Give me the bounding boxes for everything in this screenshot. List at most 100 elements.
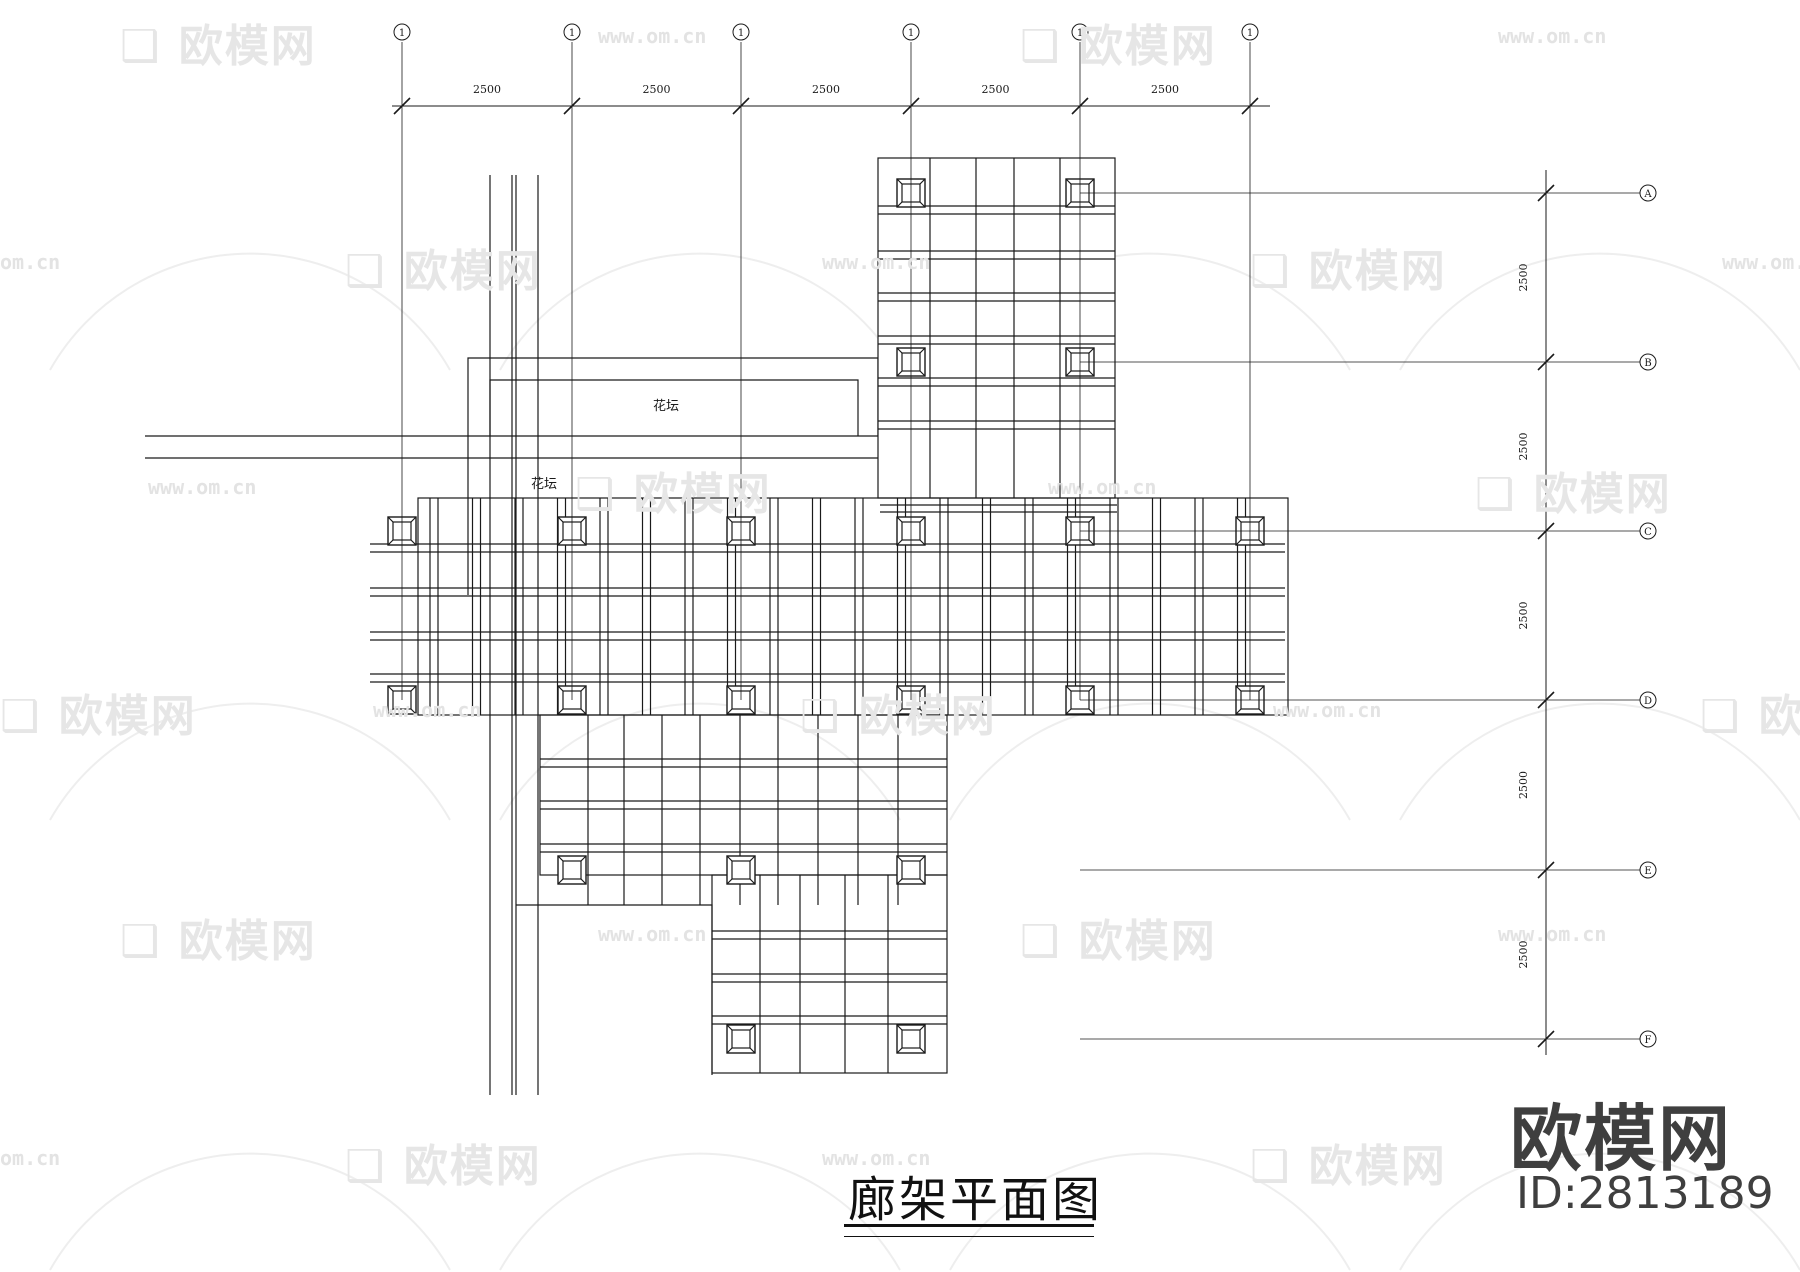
watermark-logo: ❑ 欧模网	[1700, 691, 1800, 742]
column-bevel	[1258, 685, 1265, 692]
row-axis-bubble	[1639, 1030, 1657, 1048]
column-bevel	[726, 1047, 733, 1054]
column-bevel	[1258, 539, 1265, 546]
column-bevel	[749, 1024, 756, 1031]
row-axis-bubble	[1639, 861, 1657, 879]
watermark-logo: ❑ 欧模网	[345, 1141, 542, 1192]
column-bevel	[919, 347, 926, 354]
dimension-tick	[1537, 522, 1555, 540]
column-bevel	[896, 708, 903, 715]
watermark-logo: ❑ 欧模网	[800, 691, 997, 742]
column-bevel	[1235, 685, 1242, 692]
column-bevel	[410, 539, 417, 546]
column-bevel	[749, 878, 756, 885]
watermark-logo: ❑ 欧模网	[1250, 1141, 1447, 1192]
column-bevel	[387, 539, 394, 546]
top-dimension-label: 2500	[1151, 83, 1179, 96]
row-axis-label: E	[1644, 866, 1651, 877]
column-axis-label: 1	[1077, 28, 1083, 39]
brand-logo-text: 欧模网	[1510, 1097, 1733, 1181]
column-bevel	[749, 516, 756, 523]
column-bevel	[919, 370, 926, 377]
column-bevel	[749, 708, 756, 715]
column-bevel	[1088, 178, 1095, 185]
watermark-url: om.cn	[0, 250, 61, 274]
column-bevel	[1088, 516, 1095, 523]
column-bevel	[557, 855, 564, 862]
column-bevel	[896, 1024, 903, 1031]
column-bevel	[1088, 539, 1095, 546]
column-axis-label: 1	[1247, 28, 1253, 39]
column-bevel	[1088, 685, 1095, 692]
watermark-logo: ❑ 欧模网	[1475, 469, 1672, 520]
watermark-logo: ❑ 欧模网	[120, 916, 317, 967]
column-bevel	[580, 539, 587, 546]
watermark-url: www.om.cn	[1722, 250, 1800, 274]
watermark-logo: ❑ 欧模网	[0, 691, 197, 742]
column-core	[731, 860, 751, 880]
column-bevel	[726, 539, 733, 546]
row-axis-label: B	[1644, 358, 1651, 369]
side-dimension-label: 2500	[1517, 602, 1530, 630]
watermark-arc	[949, 1152, 1351, 1271]
row-axis-label: A	[1643, 189, 1652, 200]
column-bevel	[557, 708, 564, 715]
column-bevel	[1065, 201, 1072, 208]
column-bevel	[387, 685, 394, 692]
column-bevel	[896, 201, 903, 208]
column-axis-bubble	[393, 23, 411, 41]
brand-id: ID:2813189	[1516, 1168, 1774, 1219]
dimension-tick	[1537, 353, 1555, 371]
column-bevel	[580, 685, 587, 692]
watermark-arc	[499, 1152, 901, 1271]
watermark-arc	[949, 702, 1351, 821]
column-core	[901, 1029, 921, 1049]
dimension-tick	[902, 97, 920, 115]
column-bevel	[896, 347, 903, 354]
side-dimension-label: 2500	[1517, 264, 1530, 292]
row-axis-bubble	[1639, 353, 1657, 371]
watermark-arc	[49, 1152, 451, 1271]
column-bevel	[726, 685, 733, 692]
column-bevel	[919, 685, 926, 692]
dimension-tick	[732, 97, 750, 115]
column-bevel	[1088, 708, 1095, 715]
dimension-tick	[1537, 691, 1555, 709]
column-core	[901, 860, 921, 880]
watermark-logo: ❑ 欧模网	[120, 21, 317, 72]
column-bevel	[919, 516, 926, 523]
column-bevel	[1065, 178, 1072, 185]
planter-label: 花坛	[653, 398, 679, 414]
column-bevel	[580, 855, 587, 862]
column-bevel	[410, 685, 417, 692]
dimension-tick	[1537, 861, 1555, 879]
row-axis-bubble	[1639, 522, 1657, 540]
column-bevel	[919, 708, 926, 715]
top-dimension-label: 2500	[473, 83, 501, 96]
watermark-url: www.om.cn	[822, 250, 931, 274]
column-bevel	[896, 855, 903, 862]
watermark-url: om.cn	[0, 1146, 61, 1170]
column-bevel	[557, 516, 564, 523]
column-bevel	[1258, 708, 1265, 715]
watermark-arc	[49, 252, 451, 371]
watermark-logo: ❑ 欧模网	[575, 469, 772, 520]
watermark-url: www.om.cn	[598, 922, 707, 946]
column-bevel	[919, 201, 926, 208]
watermark-url: www.om.cn	[1273, 698, 1382, 722]
column-bevel	[919, 178, 926, 185]
column-bevel	[580, 878, 587, 885]
column-bevel	[1235, 708, 1242, 715]
column-bevel	[410, 708, 417, 715]
column-bevel	[896, 539, 903, 546]
top-dimension-label: 2500	[812, 83, 840, 96]
column-bevel	[919, 878, 926, 885]
column-bevel	[726, 878, 733, 885]
watermark-url: www.om.cn	[373, 698, 482, 722]
column-bevel	[896, 178, 903, 185]
column-bevel	[896, 685, 903, 692]
pergola-top-wing-frame	[877, 157, 1116, 499]
row-axis-label: F	[1645, 1035, 1652, 1046]
